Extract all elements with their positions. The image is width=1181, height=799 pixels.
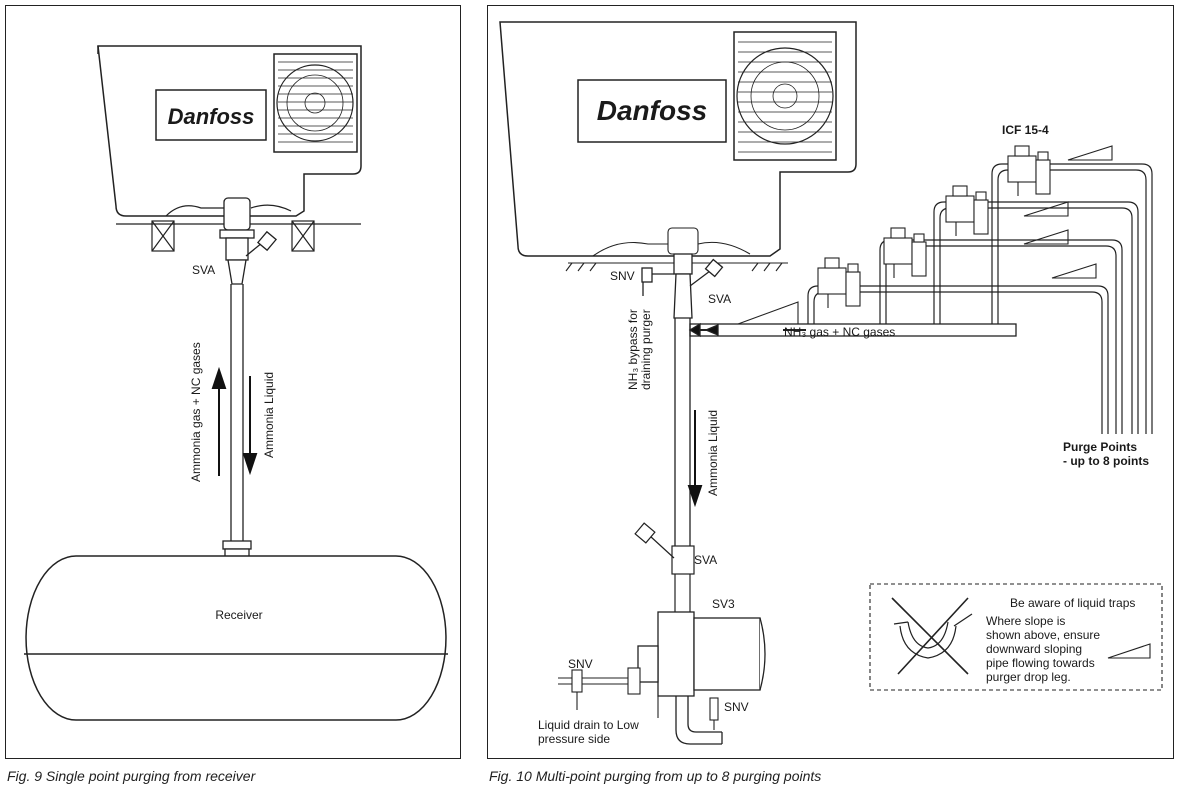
icf-label: ICF 15-4: [1002, 123, 1049, 137]
snv-top-label: SNV: [610, 269, 635, 283]
drain-line: [558, 667, 659, 718]
snv-right-label: SNV: [724, 700, 749, 714]
figure-9-panel: Danfoss SVA: [5, 5, 461, 759]
icf-valve-1: [817, 257, 861, 308]
fan-grille: [276, 61, 354, 143]
drop-leg-pipe: [641, 253, 724, 546]
receiver-tank: [24, 555, 448, 721]
icf-valve-4: [1007, 145, 1051, 196]
purge-points-line2: - up to 8 points: [1063, 454, 1149, 468]
logo-text: Danfoss: [168, 104, 255, 129]
note-line1: Where slope is: [986, 614, 1065, 628]
flow-arrows: [211, 366, 258, 476]
gas-arrow-label: Ammonia gas + NC gases: [189, 342, 203, 482]
note-line2: shown above, ensure: [986, 628, 1100, 642]
purge-lines: [807, 163, 1153, 434]
figure-9-diagram: Danfoss SVA: [24, 45, 448, 721]
liquid-arrow-label: Ammonia Liquid: [262, 372, 276, 458]
header-pipe: [688, 322, 1017, 338]
danfoss-logo: Danfoss: [155, 89, 267, 141]
liquid-flow-arrow: [687, 410, 703, 508]
figure-9-caption: Fig. 9 Single point purging from receive…: [7, 768, 256, 784]
gas-label: NH₃ gas + NC gases: [784, 325, 895, 339]
snv-left-label: SNV: [568, 657, 593, 671]
sva-label: SVA: [192, 263, 215, 277]
snv-right-valve: [709, 697, 719, 730]
figure-10-panel: Danfoss SNV SVA NH₃ bypass for draini: [487, 5, 1174, 759]
note-title: Be aware of liquid traps: [1010, 596, 1135, 610]
icf-valve-stations: [817, 145, 1051, 308]
purge-points-line1: Purge Points: [1063, 440, 1137, 454]
drain-label-line2: pressure side: [538, 732, 610, 746]
drop-pipe: [219, 197, 278, 560]
drain-label-line1: Liquid drain to Low: [538, 718, 639, 732]
bottom-sva-valve: [634, 522, 695, 614]
sva-bottom-label: SVA: [694, 553, 717, 567]
slope-indicator: [737, 301, 799, 325]
bypass-label-line2: draining purger: [639, 309, 653, 390]
sva-top-label: SVA: [708, 292, 731, 306]
slope-triangles: [1023, 145, 1113, 279]
note-line4: pipe flowing towards: [986, 656, 1095, 670]
liquid-label: Ammonia Liquid: [706, 410, 720, 496]
note-line5: purger drop leg.: [986, 670, 1071, 684]
logo-text: Danfoss: [597, 95, 707, 126]
icf-valve-2: [883, 227, 927, 278]
note-line3: downward sloping: [986, 642, 1082, 656]
fan-grille: [736, 41, 834, 153]
sv3-label: SV3: [712, 597, 735, 611]
bypass-label-line1: NH₃ bypass for: [626, 309, 640, 390]
icf-valve-3: [945, 185, 989, 236]
liquid-trap-note: Be aware of liquid traps Where slope is …: [869, 583, 1163, 691]
receiver-label: Receiver: [215, 608, 262, 622]
danfoss-logo: Danfoss: [577, 79, 727, 143]
note-slope-triangle: [1107, 643, 1151, 659]
liquid-trap-sketch: [891, 597, 973, 675]
figure-10-diagram: Danfoss SNV SVA NH₃ bypass for draini: [499, 21, 1163, 746]
figure-10-caption: Fig. 10 Multi-point purging from up to 8…: [489, 768, 822, 784]
sv3-float-valve: [637, 611, 766, 745]
